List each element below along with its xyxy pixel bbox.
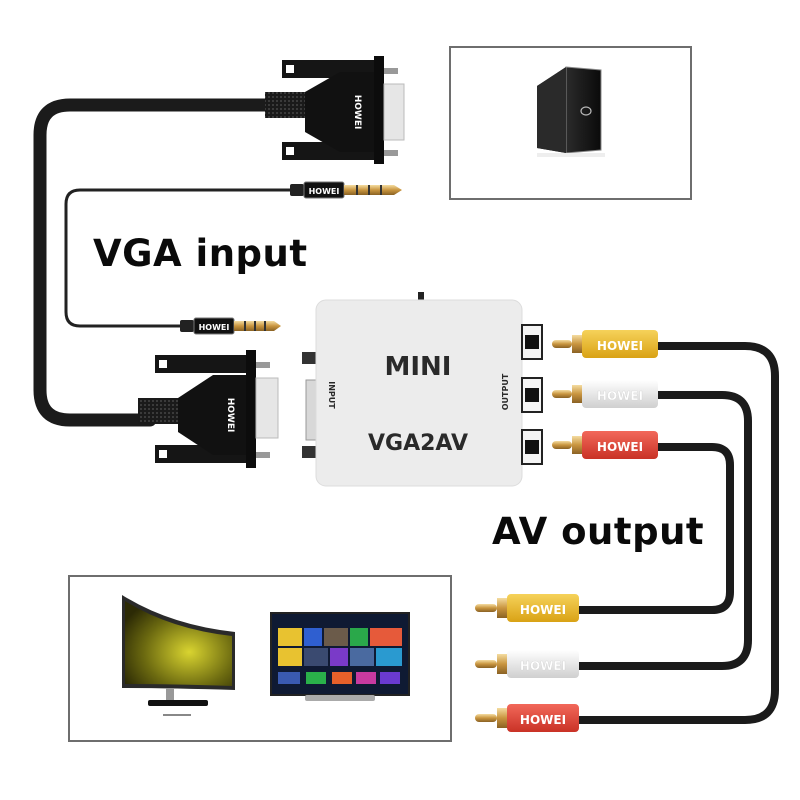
vga2av-converter: MINI VGA2AV INPUT OUTPUT bbox=[302, 292, 543, 487]
rca-cable-red bbox=[575, 443, 734, 614]
brand-logo: HOWEI bbox=[597, 339, 643, 353]
brand-logo: HOWEI bbox=[520, 603, 566, 617]
converter-model-line2: VGA2AV bbox=[368, 431, 468, 456]
desktop-pc-icon bbox=[537, 66, 605, 157]
vga-connector-top: HOWEI bbox=[265, 56, 405, 164]
smart-tv-icon bbox=[270, 612, 410, 701]
brand-logo: HOWEI bbox=[520, 713, 566, 727]
audio-jack-top: HOWEI bbox=[290, 181, 402, 199]
rca-plug-white-top: HOWEI bbox=[552, 380, 658, 408]
brand-logo: HOWEI bbox=[225, 398, 235, 433]
audio-jack-left: HOWEI bbox=[180, 317, 281, 335]
rca-plug-red-bottom: HOWEI bbox=[475, 704, 579, 732]
rca-plug-yellow-bottom: HOWEI bbox=[475, 594, 579, 622]
brand-logo: HOWEI bbox=[597, 389, 643, 403]
brand-logo: HOWEI bbox=[352, 95, 362, 130]
vga-connector-left: HOWEI bbox=[138, 350, 279, 468]
converter-input-label: INPUT bbox=[327, 381, 336, 409]
audio-cable bbox=[64, 188, 295, 328]
converter-model-line1: MINI bbox=[385, 352, 452, 382]
brand-logo: HOWEI bbox=[520, 659, 566, 673]
vga-cable bbox=[33, 98, 277, 427]
converter-output-label: OUTPUT bbox=[501, 373, 510, 410]
brand-logo: HOWEI bbox=[309, 187, 340, 196]
rca-plug-red-top: HOWEI bbox=[552, 431, 658, 459]
rca-cable-white bbox=[575, 391, 752, 670]
rca-plug-yellow-top: HOWEI bbox=[552, 330, 658, 358]
vga-input-label: VGA input bbox=[93, 232, 308, 275]
monitor-icon bbox=[122, 595, 235, 716]
av-output-label: AV output bbox=[492, 510, 705, 553]
rca-cable-yellow bbox=[575, 342, 779, 724]
brand-logo: HOWEI bbox=[199, 323, 230, 332]
brand-logo: HOWEI bbox=[597, 440, 643, 454]
rca-plug-white-bottom: HOWEI bbox=[475, 650, 579, 678]
